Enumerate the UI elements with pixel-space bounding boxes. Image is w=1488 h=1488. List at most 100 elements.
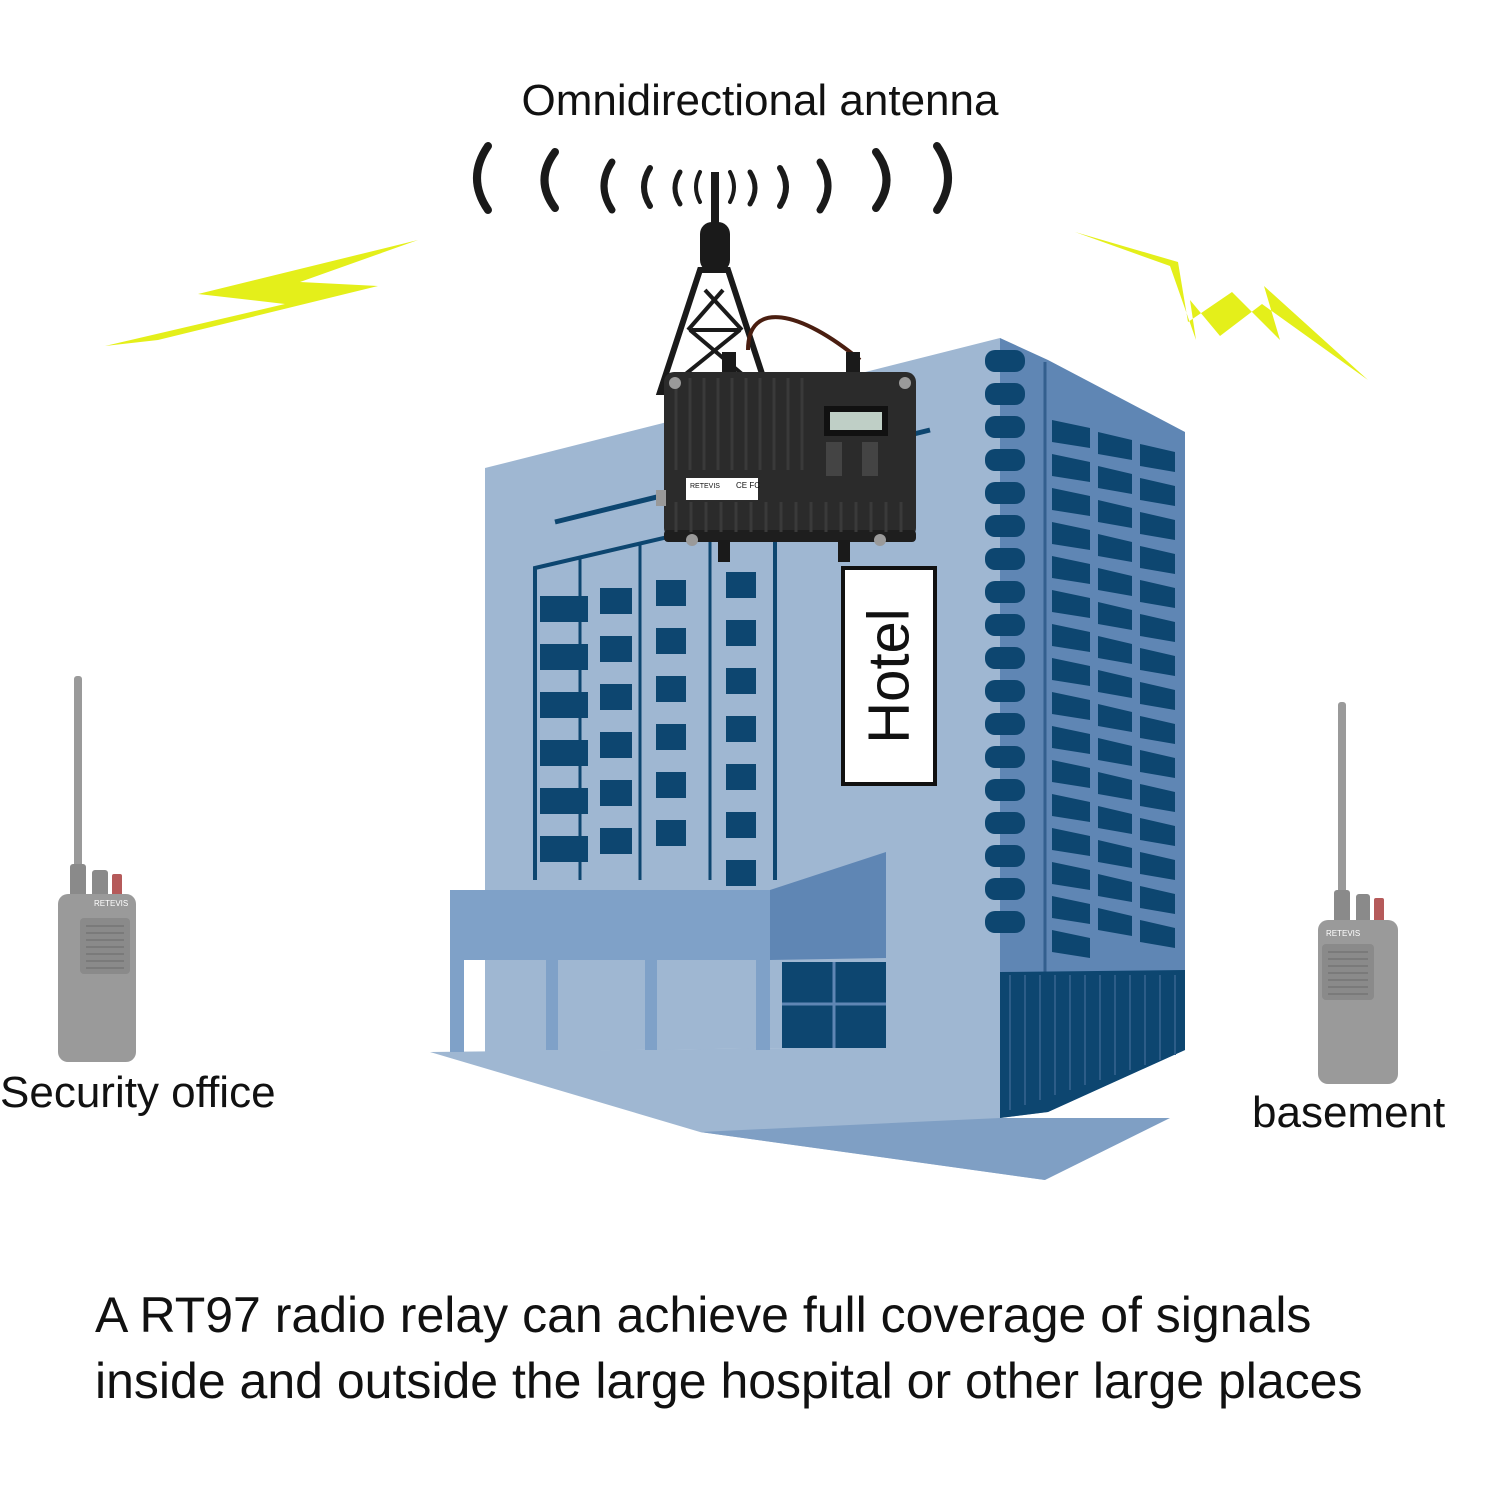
rib	[985, 812, 1025, 834]
rib	[985, 416, 1025, 438]
side-window	[1140, 546, 1175, 574]
side-window	[1052, 522, 1090, 550]
window	[540, 740, 588, 766]
side-window	[1140, 682, 1175, 710]
side-window	[1052, 862, 1090, 890]
rib	[985, 548, 1025, 570]
side-window	[1098, 636, 1132, 664]
window	[656, 772, 686, 798]
side-window	[1098, 738, 1132, 766]
window	[600, 588, 632, 614]
window	[540, 788, 588, 814]
window	[600, 684, 632, 710]
lightning-bolt-icon	[1075, 232, 1368, 380]
side-window	[1052, 726, 1090, 754]
window	[726, 860, 756, 886]
window	[600, 732, 632, 758]
lightning-bolt-icon	[105, 240, 418, 346]
window	[540, 596, 588, 622]
antenna-label: Omnidirectional antenna	[521, 76, 999, 125]
side-window	[1052, 454, 1090, 482]
walkie-talkie-icon: RETEVIS	[1318, 702, 1398, 1084]
window	[656, 820, 686, 846]
entrance-canopy-front	[450, 890, 770, 960]
rib	[985, 911, 1025, 933]
window	[726, 716, 756, 742]
side-window	[1052, 794, 1090, 822]
side-window	[1140, 852, 1175, 880]
rib	[985, 482, 1025, 504]
walkie-talkie-icon: RETEVIS	[58, 676, 136, 1062]
side-window	[1098, 806, 1132, 834]
window	[726, 572, 756, 598]
side-face-ribs	[985, 350, 1025, 933]
side-window	[1052, 658, 1090, 686]
window	[540, 644, 588, 670]
side-window	[1140, 444, 1175, 472]
relay-cert-marks: CE FC	[736, 481, 760, 490]
rib	[985, 713, 1025, 735]
relay-brand-label: RETEVIS	[690, 483, 720, 490]
side-window	[1140, 478, 1175, 506]
side-window	[1098, 534, 1132, 562]
relay-repeater-icon: RETEVIS CE FC	[656, 352, 916, 562]
window	[726, 668, 756, 694]
side-window	[1140, 920, 1175, 948]
side-window	[1140, 512, 1175, 540]
caption: A RT97 radio relay can achieve full cove…	[95, 1282, 1488, 1414]
canopy-post	[645, 960, 657, 1050]
canopy-post	[450, 960, 464, 1052]
hotel-sign-text: Hotel	[857, 608, 922, 743]
window	[600, 780, 632, 806]
side-window	[1052, 488, 1090, 516]
security-office-label: Security office	[0, 1068, 276, 1117]
side-window	[1098, 908, 1132, 936]
side-window	[1098, 704, 1132, 732]
canopy-post	[546, 960, 558, 1050]
side-windows	[1052, 420, 1175, 958]
side-window	[1052, 624, 1090, 652]
left-radio-brand: RETEVIS	[94, 899, 128, 908]
window	[656, 676, 686, 702]
window	[600, 828, 632, 854]
side-window	[1098, 568, 1132, 596]
hotel-sign-board	[841, 566, 937, 786]
side-window	[1140, 648, 1175, 676]
side-window	[1052, 692, 1090, 720]
window	[540, 836, 588, 862]
side-window	[1140, 784, 1175, 812]
side-window	[1098, 466, 1132, 494]
rib	[985, 383, 1025, 405]
window	[600, 636, 632, 662]
side-window	[1098, 602, 1132, 630]
rib	[985, 581, 1025, 603]
side-base-lines	[1009, 975, 1176, 1110]
side-window	[1052, 556, 1090, 584]
side-window	[1052, 828, 1090, 856]
side-window	[1140, 716, 1175, 744]
building-side-base	[1000, 970, 1185, 1118]
rib	[985, 779, 1025, 801]
rib	[985, 614, 1025, 636]
rib	[985, 515, 1025, 537]
side-window	[1052, 896, 1090, 924]
side-window	[1098, 840, 1132, 868]
entrance-canopy-side	[770, 852, 886, 960]
caption-line-2: inside and outside the large hospital or…	[95, 1353, 1363, 1409]
rib	[985, 878, 1025, 900]
side-window	[1052, 930, 1090, 958]
rib	[985, 449, 1025, 471]
window	[656, 580, 686, 606]
signal-waves-icon	[473, 142, 952, 214]
side-window	[1098, 670, 1132, 698]
window	[656, 628, 686, 654]
basement-label: basement	[1252, 1088, 1446, 1137]
window	[726, 812, 756, 838]
front-frame-outline	[533, 509, 777, 880]
side-window	[1140, 750, 1175, 778]
rib	[985, 845, 1025, 867]
side-window	[1098, 874, 1132, 902]
building-ground-shadow	[700, 1118, 1170, 1180]
rib	[985, 350, 1025, 372]
